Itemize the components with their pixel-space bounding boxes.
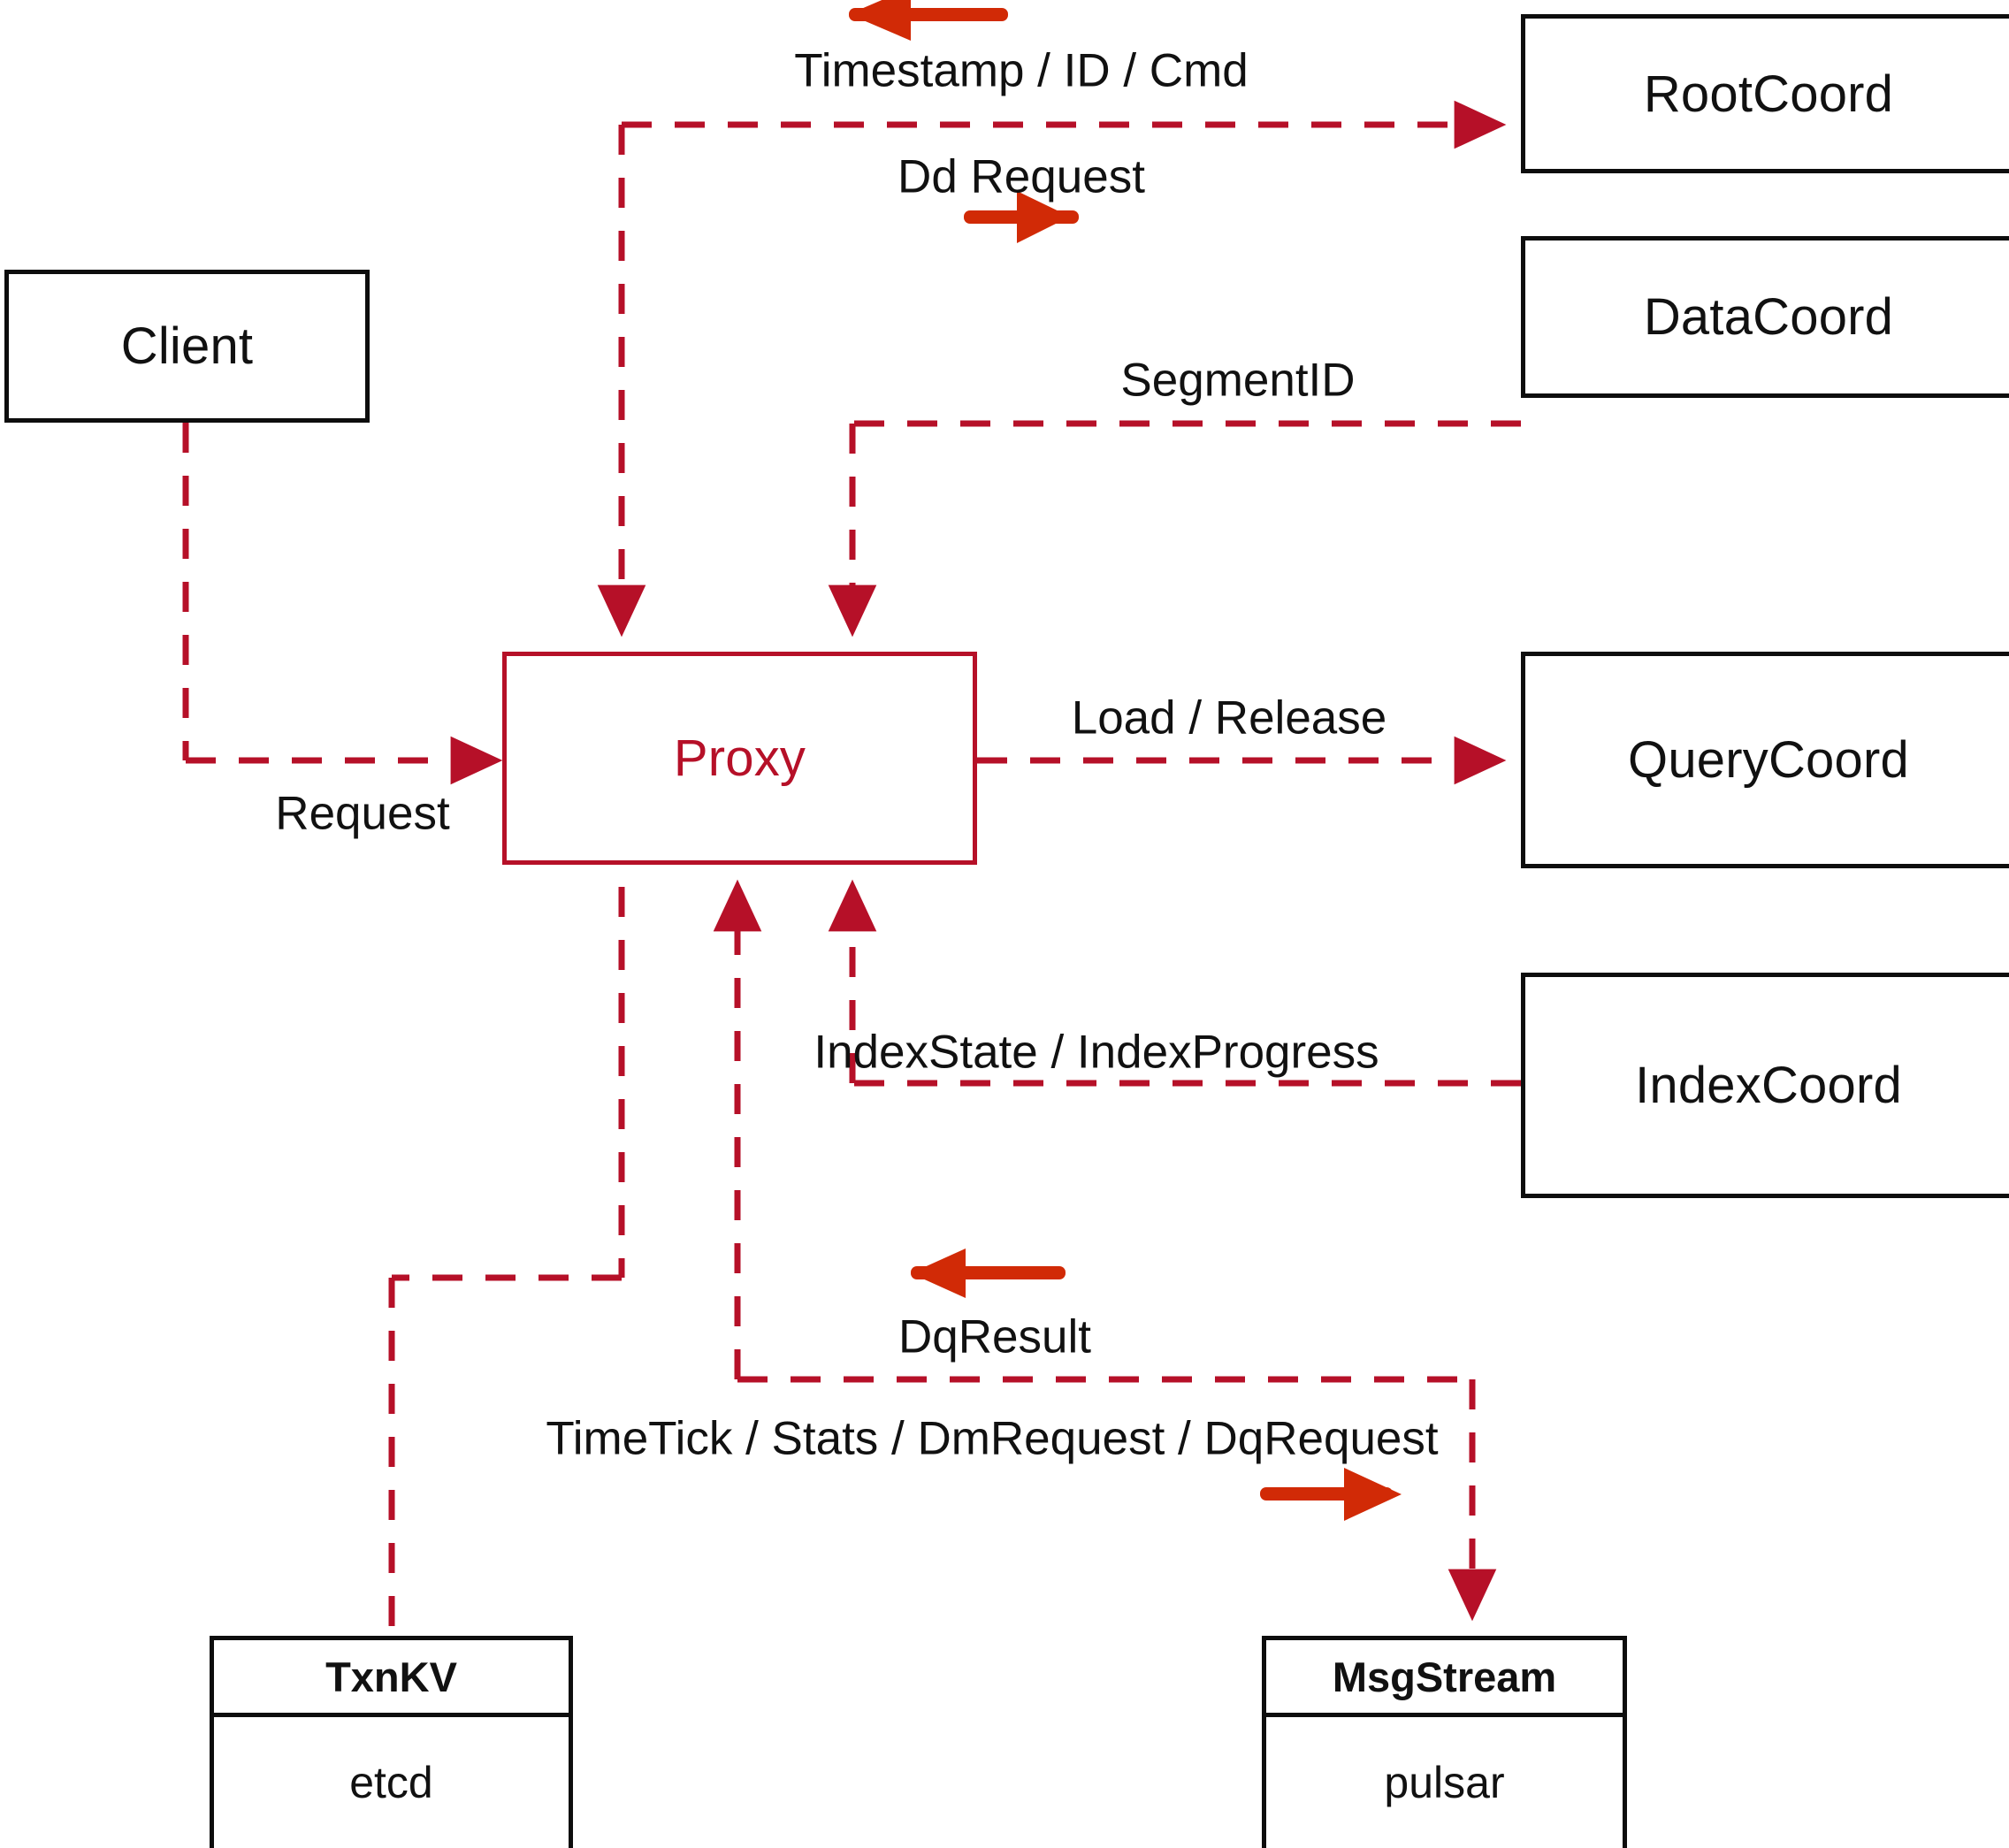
node-client[interactable]: Client: [4, 270, 370, 423]
node-txnkv-body: etcd: [214, 1717, 569, 1848]
node-querycoord[interactable]: QueryCoord: [1521, 652, 2009, 868]
node-indexcoord[interactable]: IndexCoord: [1521, 973, 2009, 1198]
node-msgstream-header-label: MsgStream: [1332, 1653, 1557, 1700]
hint-arrow-dqresult-left: [911, 1249, 1066, 1298]
edge-label-timestamp-id-cmd: Timestamp / ID / Cmd: [794, 44, 1249, 97]
node-datacoord-label: DataCoord: [1643, 288, 1894, 346]
direction-hint-arrows: [849, 0, 1402, 1521]
hint-arrow-timestamp-left: [849, 0, 1008, 41]
edge-label-dd-request: Dd Request: [898, 150, 1145, 203]
node-querycoord-label: QueryCoord: [1628, 731, 1909, 789]
node-indexcoord-label: IndexCoord: [1635, 1057, 1902, 1114]
edge-label-dq-result: DqResult: [898, 1310, 1091, 1363]
node-rootcoord-label: RootCoord: [1643, 65, 1894, 123]
edge-label-timetick-stats: TimeTick / Stats / DmRequest / DqRequest: [546, 1412, 1439, 1465]
node-rootcoord[interactable]: RootCoord: [1521, 14, 2009, 173]
node-msgstream[interactable]: MsgStream pulsar: [1262, 1636, 1627, 1848]
hint-arrow-dqrequest-right: [1260, 1468, 1402, 1521]
edge-label-load-release: Load / Release: [1071, 691, 1387, 745]
node-msgstream-body-label: pulsar: [1384, 1758, 1505, 1807]
node-txnkv-body-label: etcd: [349, 1758, 433, 1807]
node-txnkv-header-label: TxnKV: [325, 1653, 457, 1700]
edge-label-index-state: IndexState / IndexProgress: [814, 1026, 1379, 1079]
hint-arrow-ddrequest-right: [964, 191, 1079, 243]
edge-label-segment-id: SegmentID: [1120, 354, 1356, 407]
node-msgstream-header: MsgStream: [1266, 1640, 1623, 1717]
node-datacoord[interactable]: DataCoord: [1521, 236, 2009, 398]
node-txnkv-header: TxnKV: [214, 1640, 569, 1717]
node-txnkv[interactable]: TxnKV etcd: [210, 1636, 573, 1848]
node-proxy-label: Proxy: [673, 729, 806, 787]
edge-label-request: Request: [275, 787, 450, 840]
node-msgstream-body: pulsar: [1266, 1717, 1623, 1848]
node-client-label: Client: [120, 317, 254, 375]
node-proxy[interactable]: Proxy: [502, 652, 977, 865]
